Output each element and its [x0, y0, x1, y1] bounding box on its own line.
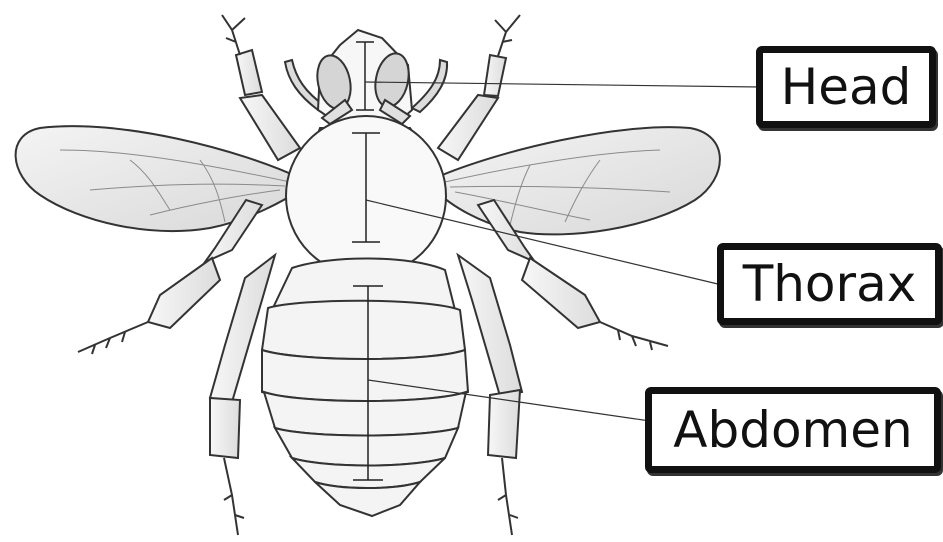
abdomen-label-text: Abdomen: [673, 401, 912, 459]
middle-right-leg: [522, 258, 600, 328]
front-left-leg: [240, 95, 300, 160]
thorax-label: Thorax: [717, 243, 942, 325]
right-antenna: [412, 60, 447, 112]
middle-left-leg: [148, 258, 220, 328]
right-wing: [435, 127, 720, 234]
front-right-leg: [484, 55, 506, 96]
left-wing: [16, 126, 300, 231]
head-label-text: Head: [781, 58, 912, 116]
abdomen: [262, 258, 468, 516]
head-leader-line: [365, 82, 760, 87]
abdomen-label: Abdomen: [645, 387, 941, 473]
hind-left-leg: [210, 398, 240, 458]
thorax-label-text: Thorax: [743, 255, 917, 313]
head-label: Head: [756, 46, 936, 128]
